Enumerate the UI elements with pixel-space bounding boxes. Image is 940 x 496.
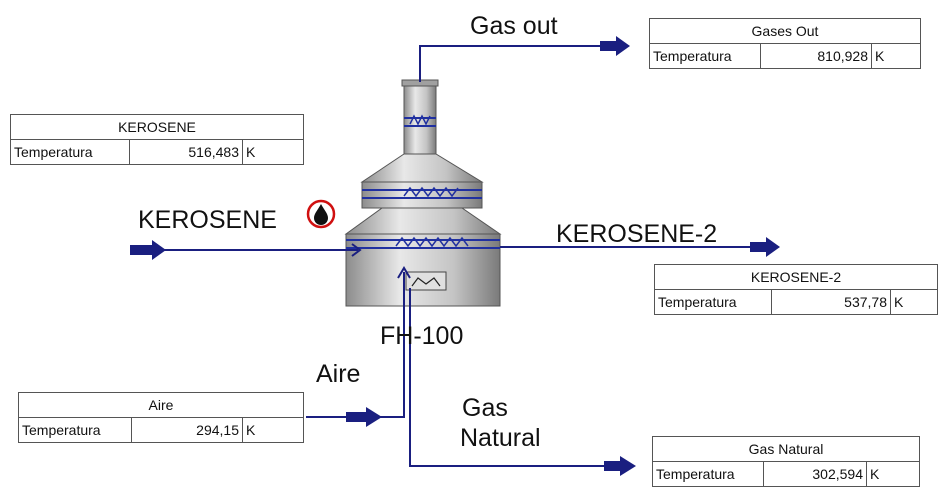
heater-lower-cone bbox=[344, 207, 502, 235]
stream-label-kerosene2[interactable]: KEROSENE-2 bbox=[556, 220, 718, 248]
stream-label-gas-out[interactable]: Gas out bbox=[470, 12, 558, 40]
heater-upper-cone bbox=[360, 153, 484, 183]
table-title: Aire bbox=[18, 392, 304, 418]
gas-natural-arrow-head bbox=[604, 456, 636, 476]
stream-gas-out-line[interactable] bbox=[419, 45, 612, 82]
table-title: Gases Out bbox=[649, 18, 921, 44]
table-title: KEROSENE-2 bbox=[654, 264, 938, 290]
table-aire: Aire Temperatura 294,15 K bbox=[18, 392, 304, 443]
stream-label-kerosene[interactable]: KEROSENE bbox=[138, 206, 277, 234]
table-title: Gas Natural bbox=[652, 436, 920, 462]
burner-flame bbox=[411, 277, 441, 287]
table-value: 537,78 bbox=[771, 289, 891, 315]
aire-inlet-arrow bbox=[397, 266, 411, 279]
table-property: Temperatura bbox=[18, 417, 132, 443]
stack-coil-zigzag bbox=[409, 114, 431, 126]
stream-label-gas-natural-line2[interactable]: Natural bbox=[460, 424, 541, 452]
kerosene2-arrow-head bbox=[750, 237, 780, 257]
kerosene-arrow-head bbox=[130, 240, 166, 260]
unit-label-fh100[interactable]: FH-100 bbox=[380, 322, 464, 350]
convection-coil-zigzag bbox=[403, 186, 459, 198]
radiant-coil-zigzag bbox=[395, 236, 469, 248]
gas-out-arrow-head bbox=[600, 36, 630, 56]
table-property: Temperatura bbox=[654, 289, 772, 315]
table-property: Temperatura bbox=[649, 43, 761, 69]
table-unit: K bbox=[890, 289, 938, 315]
table-value: 302,594 bbox=[763, 461, 867, 487]
stream-label-aire[interactable]: Aire bbox=[316, 360, 361, 388]
table-title: KEROSENE bbox=[10, 114, 304, 140]
table-unit: K bbox=[866, 461, 920, 487]
table-value: 294,15 bbox=[131, 417, 243, 443]
table-gas-natural: Gas Natural Temperatura 302,594 K bbox=[652, 436, 920, 487]
table-kerosene: KEROSENE Temperatura 516,483 K bbox=[10, 114, 304, 165]
stream-gas-natural-line[interactable] bbox=[409, 288, 620, 467]
heater-radiant-section bbox=[345, 233, 501, 307]
table-value: 516,483 bbox=[129, 139, 243, 165]
fired-heater-fh100[interactable] bbox=[344, 79, 502, 307]
table-property: Temperatura bbox=[652, 461, 764, 487]
burner-box bbox=[405, 271, 447, 291]
fuel-drop-icon[interactable] bbox=[306, 199, 336, 229]
kerosene-inlet-arrow bbox=[346, 243, 362, 257]
aire-arrow-head bbox=[346, 407, 382, 427]
stream-label-gas-natural-line1[interactable]: Gas bbox=[462, 394, 508, 422]
table-value: 810,928 bbox=[760, 43, 872, 69]
table-kerosene2: KEROSENE-2 Temperatura 537,78 K bbox=[654, 264, 938, 315]
table-property: Temperatura bbox=[10, 139, 130, 165]
table-unit: K bbox=[242, 417, 304, 443]
table-unit: K bbox=[871, 43, 921, 69]
heater-convection-section bbox=[361, 181, 483, 209]
table-gases-out: Gases Out Temperatura 810,928 K bbox=[649, 18, 921, 69]
table-unit: K bbox=[242, 139, 304, 165]
stream-aire-line[interactable] bbox=[306, 272, 405, 418]
